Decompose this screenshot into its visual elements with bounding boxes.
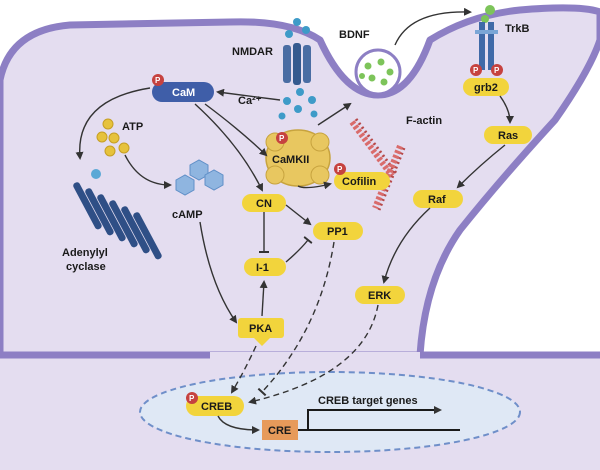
calcium-dots-icon [278, 18, 318, 120]
i1-pill [244, 258, 286, 276]
svg-text:P: P [494, 66, 500, 75]
grb2-pill [463, 78, 509, 96]
pp1-label: PP1 [327, 226, 348, 238]
camp-hexagons-icon [175, 159, 224, 196]
cam-to-camkii-arrow [204, 103, 268, 157]
cam-to-cn-arrow [194, 103, 263, 192]
cn-pill [242, 194, 286, 212]
cre-label: CRE [268, 425, 291, 437]
i1-label: I-1 [256, 262, 269, 274]
cn-to-pp1-arrow [285, 204, 312, 226]
svg-text:P: P [189, 394, 195, 403]
transcription-arrow [307, 406, 442, 430]
erk-label: ERK [368, 290, 391, 302]
erk-to-creb-dashed [248, 304, 379, 405]
bdnf-to-trkb-arrow [394, 7, 472, 46]
cn-label: CN [256, 198, 272, 210]
cofilin-pill [334, 172, 390, 190]
svg-text:P: P [279, 134, 285, 143]
grb2-label: grb2 [474, 82, 498, 94]
pka-to-i1-arrow [259, 280, 268, 317]
creb-to-cre-arrow [217, 415, 260, 434]
pka-icon [238, 318, 284, 346]
adenylyl-label: Adenylyl [62, 247, 108, 259]
pka-label: PKA [249, 323, 272, 335]
camkii-phospho: P [276, 132, 288, 144]
f-actin-icon [349, 118, 406, 211]
pka-to-creb-dashed [230, 345, 257, 394]
ca-label: Ca²⁺ [238, 95, 262, 107]
cam-label: CaM [172, 87, 195, 99]
trkb-label: TrkB [505, 23, 530, 35]
svg-text:P: P [155, 76, 161, 85]
raf-label: Raf [428, 194, 446, 206]
factin-label: F-actin [406, 115, 442, 127]
camkii-label: CaMKII [272, 154, 309, 166]
bdnf-vesicle-icon [354, 48, 402, 96]
nmdar-icon [283, 43, 311, 85]
trkb-receptor-icon [475, 5, 498, 70]
trkb-phospho-right: P [491, 64, 503, 76]
bdnf-label: BDNF [339, 29, 370, 41]
ras-pill [484, 126, 532, 144]
cyclase-label: cyclase [66, 261, 106, 273]
cofilin-phospho: P [334, 163, 346, 175]
pp1-pill [313, 222, 363, 240]
ca-to-cam-arrow [216, 88, 281, 101]
ras-to-raf-arrow [456, 144, 506, 189]
raf-to-erk-arrow [381, 207, 431, 284]
atp-to-camp-arrow [124, 154, 172, 189]
ras-label: Ras [498, 130, 518, 142]
trkb-phospho-left: P [470, 64, 482, 76]
camkii-to-bdnf-arrow [317, 102, 352, 126]
cofilin-label: Cofilin [342, 176, 376, 188]
i1-inhibits-pp1 [285, 236, 313, 263]
cam-pill [152, 82, 214, 102]
pp1-to-creb-dashed [257, 241, 335, 397]
creb-target-label: CREB target genes [318, 395, 418, 407]
ac-head-icon [91, 169, 101, 179]
nmdar-label: NMDAR [232, 46, 273, 58]
creb-pill [186, 396, 244, 416]
atp-label: ATP [122, 121, 143, 133]
svg-text:P: P [337, 165, 343, 174]
atp-dots-icon [96, 118, 130, 157]
creb-label: CREB [201, 401, 232, 413]
svg-text:P: P [473, 66, 479, 75]
raf-pill [413, 190, 463, 208]
camp-to-pka-arrow [199, 221, 238, 324]
camkii-to-cofilin-arrow [297, 181, 332, 190]
adenylyl-cyclase-icon [73, 182, 162, 260]
cam-phospho: P [152, 74, 164, 86]
erk-pill [355, 286, 405, 304]
creb-phospho: P [186, 392, 198, 404]
camp-label: cAMP [172, 209, 203, 221]
cam-to-ac-arrow [75, 87, 151, 160]
grb2-to-ras-arrow [499, 95, 514, 124]
cre-box [262, 420, 298, 440]
